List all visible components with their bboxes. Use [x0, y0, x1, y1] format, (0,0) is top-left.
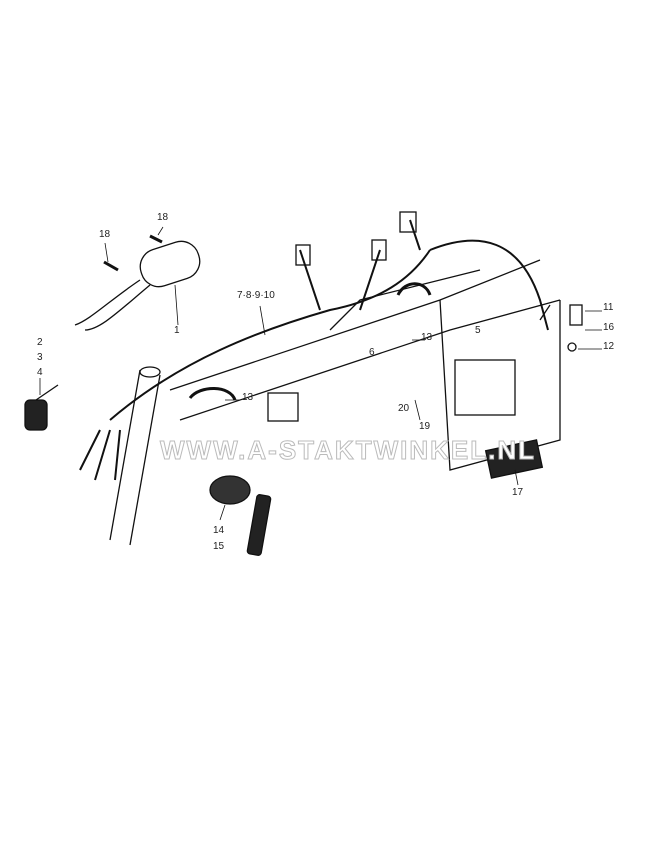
part-label-19: 19	[419, 421, 431, 432]
part-label-4: 4	[37, 367, 43, 378]
part-label-14: 14	[213, 525, 225, 536]
connector	[399, 211, 417, 233]
part-label-15: 15	[213, 541, 225, 552]
ignition-switch	[209, 475, 272, 556]
part-label-6: 6	[369, 347, 375, 358]
part-label-12: 12	[603, 341, 615, 352]
part-label-17: 17	[512, 487, 524, 498]
ignition-coil	[74, 240, 201, 331]
plug-cap	[24, 384, 59, 431]
part-label-20: 20	[398, 403, 410, 414]
leader-lines	[39, 226, 602, 521]
part-label-13: 13	[421, 332, 433, 343]
screw	[103, 260, 119, 272]
part-label-5: 5	[475, 325, 481, 336]
fuse-holder	[569, 304, 583, 326]
clamp	[188, 387, 237, 401]
connector	[295, 244, 311, 266]
relay	[267, 392, 299, 422]
part-label-3: 3	[37, 352, 43, 363]
part-label-1: 1	[174, 325, 180, 336]
reflector	[484, 439, 544, 479]
part-label-18: 18	[99, 229, 111, 240]
frame	[109, 259, 561, 546]
screw	[149, 234, 163, 244]
part-label-13: 13	[242, 392, 254, 403]
part-label-11: 11	[603, 302, 614, 313]
connector	[371, 239, 387, 261]
fuse-cap	[567, 342, 577, 352]
part-label-16: 16	[603, 322, 615, 333]
part-label-18: 18	[157, 212, 169, 223]
watermark: WWW.A-STAKTWINKEL.NL	[160, 435, 536, 465]
clamp	[396, 282, 432, 296]
part-label-2: 2	[37, 337, 43, 348]
fuse-wire	[539, 304, 551, 321]
battery	[454, 359, 516, 416]
part-label-7-8-9-10: 7·8·9·10	[237, 290, 275, 301]
